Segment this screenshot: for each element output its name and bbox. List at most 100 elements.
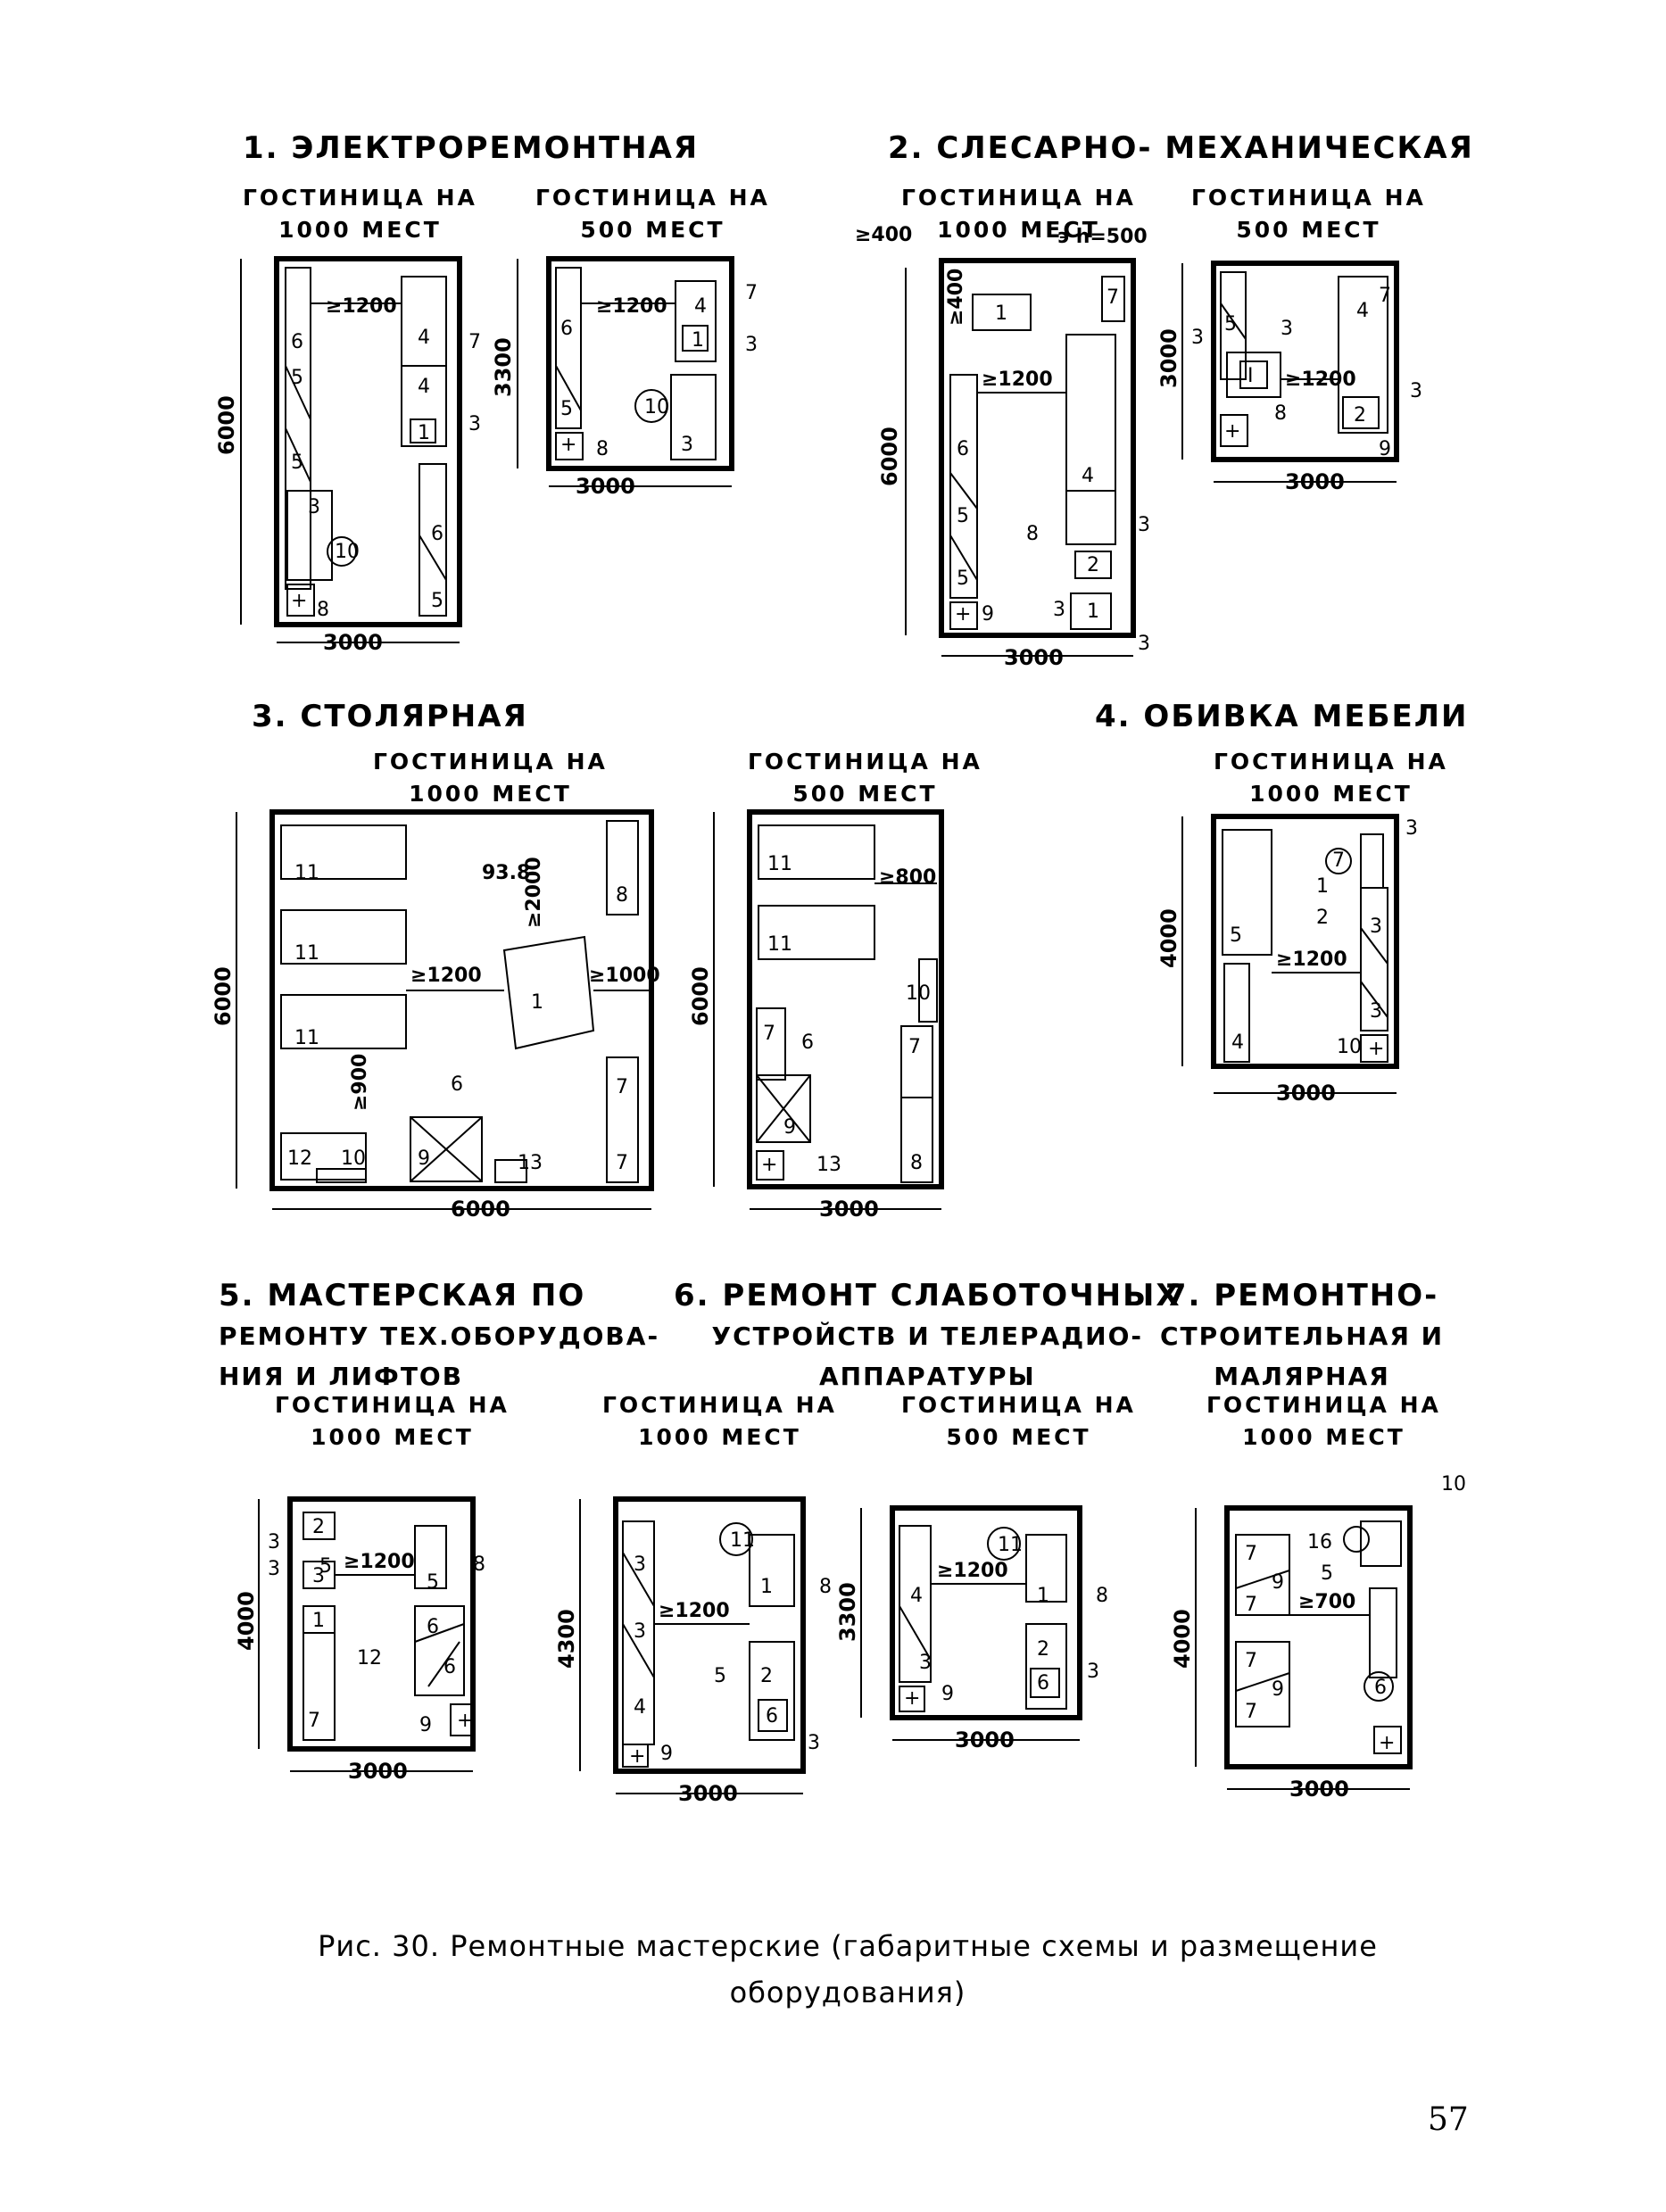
gap-s6b-1200: ≥1200: [937, 1560, 1008, 1582]
plan-s2b: [1181, 261, 1399, 483]
svg-text:9: 9: [982, 603, 994, 625]
sub-s4a-l1: ГОСТИНИЦА НА: [1214, 749, 1448, 775]
svg-text:1: 1: [995, 302, 1007, 325]
dim-s4a-h: 4000: [1156, 908, 1181, 968]
svg-text:7: 7: [908, 1036, 921, 1058]
dim-s6a-h: 4300: [554, 1609, 579, 1669]
dim-s3a-w: 6000: [451, 1197, 510, 1222]
dim-s1b-h: 3300: [491, 337, 516, 397]
svg-text:7: 7: [616, 1152, 628, 1174]
plan-s5a: [258, 1496, 476, 1772]
title-s4: 4. ОБИВКА МЕБЕЛИ: [1095, 699, 1469, 734]
svg-text:4: 4: [418, 327, 430, 349]
svg-text:5: 5: [560, 398, 573, 420]
svg-text:4: 4: [694, 295, 707, 318]
gap-s2a-400: ≥400: [855, 224, 912, 246]
title-s7-line2: СТРОИТЕЛЬНАЯ И: [1160, 1321, 1445, 1351]
sub-s6a: ГОСТИНИЦА НА 1000 МЕСТ: [602, 1389, 837, 1454]
dim-s5a-w: 3000: [348, 1759, 408, 1784]
gap-s3a-1000: ≥1000: [589, 965, 660, 987]
sub-s2a-l2: 1000 МЕСТ: [937, 217, 1100, 243]
svg-text:3: 3: [745, 334, 758, 356]
svg-text:3: 3: [308, 496, 320, 518]
dim-s1a-w: 3000: [323, 630, 383, 655]
svg-text:1: 1: [418, 422, 430, 444]
svg-text:10: 10: [1337, 1036, 1362, 1058]
sub-s6a-l1: ГОСТИНИЦА НА: [602, 1392, 837, 1418]
svg-text:5: 5: [714, 1665, 726, 1687]
svg-text:2: 2: [1354, 404, 1366, 427]
svg-text:3: 3: [312, 1565, 325, 1587]
svg-text:+: +: [457, 1710, 473, 1732]
title-s5-line1: 5. МАСТЕРСКАЯ ПО: [219, 1278, 586, 1313]
svg-text:8: 8: [473, 1553, 485, 1576]
svg-text:5: 5: [1321, 1562, 1333, 1585]
svg-text:5: 5: [1224, 313, 1237, 336]
svg-text:3: 3: [919, 1652, 932, 1674]
svg-text:2: 2: [312, 1516, 325, 1538]
title-s2: 2. СЛЕСАРНО- МЕХАНИЧЕСКАЯ: [888, 130, 1474, 166]
dim-s5a-h: 4000: [234, 1591, 259, 1651]
figure-caption: Рис. 30. Ремонтные мастерские (габаритны…: [178, 1923, 1517, 2016]
gap-s2a-h500: э h=500: [1057, 226, 1148, 248]
svg-text:3: 3: [681, 434, 693, 456]
gap-s3a-2000: ≥2000: [523, 857, 545, 928]
svg-text:7: 7: [745, 282, 758, 304]
svg-text:5: 5: [957, 505, 969, 527]
sub-s7a-l1: ГОСТИНИЦА НА: [1206, 1392, 1441, 1418]
svg-text:9: 9: [941, 1683, 954, 1705]
svg-text:5: 5: [957, 567, 969, 590]
caption-line2: оборудования): [729, 1976, 966, 2009]
title-s7: 7. РЕМОНТНО- СТРОИТЕЛЬНАЯ И МАЛЯРНАЯ: [1160, 1276, 1444, 1396]
title-s7-line1: 7. РЕМОНТНО-: [1165, 1278, 1439, 1313]
svg-text:+: +: [560, 434, 576, 456]
svg-text:3: 3: [1281, 318, 1293, 340]
svg-text:3: 3: [1053, 599, 1065, 621]
svg-text:9: 9: [660, 1743, 673, 1765]
svg-text:5: 5: [291, 452, 303, 474]
svg-text:3: 3: [268, 1531, 280, 1553]
svg-text:9: 9: [1379, 438, 1391, 460]
svg-text:10: 10: [335, 541, 360, 563]
svg-text:1: 1: [692, 329, 704, 352]
svg-text:6: 6: [431, 523, 443, 545]
svg-text:12: 12: [357, 1647, 382, 1669]
sub-s3b-l2: 500 МЕСТ: [792, 781, 938, 807]
svg-text:+: +: [1368, 1038, 1384, 1060]
svg-text:1: 1: [1316, 875, 1329, 898]
svg-text:3: 3: [1138, 514, 1150, 536]
gap-s6a-1200: ≥1200: [659, 1600, 730, 1622]
svg-text:3: 3: [1087, 1661, 1099, 1683]
gap-s2a-v400: ≥400: [945, 269, 967, 326]
svg-text:+: +: [761, 1154, 777, 1176]
svg-text:7: 7: [1379, 285, 1391, 307]
svg-text:6: 6: [560, 318, 573, 340]
gap-s3a-1200: ≥1200: [410, 965, 482, 987]
dim-s2a-w: 3000: [1004, 645, 1064, 670]
title-s7-line3: МАЛЯРНАЯ: [1214, 1362, 1390, 1391]
svg-text:8: 8: [1026, 523, 1039, 545]
sub-s6b: ГОСТИНИЦА НА 500 МЕСТ: [901, 1389, 1136, 1454]
sub-s5a-l2: 1000 МЕСТ: [311, 1424, 474, 1450]
svg-text:12: 12: [287, 1147, 312, 1170]
sub-s6b-l2: 500 МЕСТ: [946, 1424, 1091, 1450]
svg-text:6: 6: [443, 1656, 456, 1678]
svg-text:3: 3: [1138, 633, 1150, 655]
svg-text:13: 13: [518, 1152, 543, 1174]
gap-s7a-700: ≥700: [1298, 1591, 1355, 1613]
svg-text:9: 9: [1272, 1571, 1284, 1594]
svg-text:3: 3: [1191, 327, 1204, 349]
plan-s1a: [240, 256, 462, 643]
svg-text:11: 11: [730, 1529, 755, 1552]
sub-s2b-l1: ГОСТИНИЦА НА: [1191, 185, 1426, 211]
sub-s2b: ГОСТИНИЦА НА 500 МЕСТ: [1191, 182, 1426, 246]
svg-text:7: 7: [1245, 1650, 1257, 1672]
title-s5-line2: РЕМОНТУ ТЕХ.ОБОРУДОВА-: [219, 1321, 660, 1351]
svg-text:9: 9: [418, 1147, 430, 1170]
svg-text:2: 2: [1037, 1638, 1049, 1661]
sub-s6b-l1: ГОСТИНИЦА НА: [901, 1392, 1136, 1418]
svg-text:9: 9: [783, 1116, 796, 1139]
dim-s3b-w: 3000: [819, 1197, 879, 1222]
svg-text:16: 16: [1307, 1531, 1332, 1553]
